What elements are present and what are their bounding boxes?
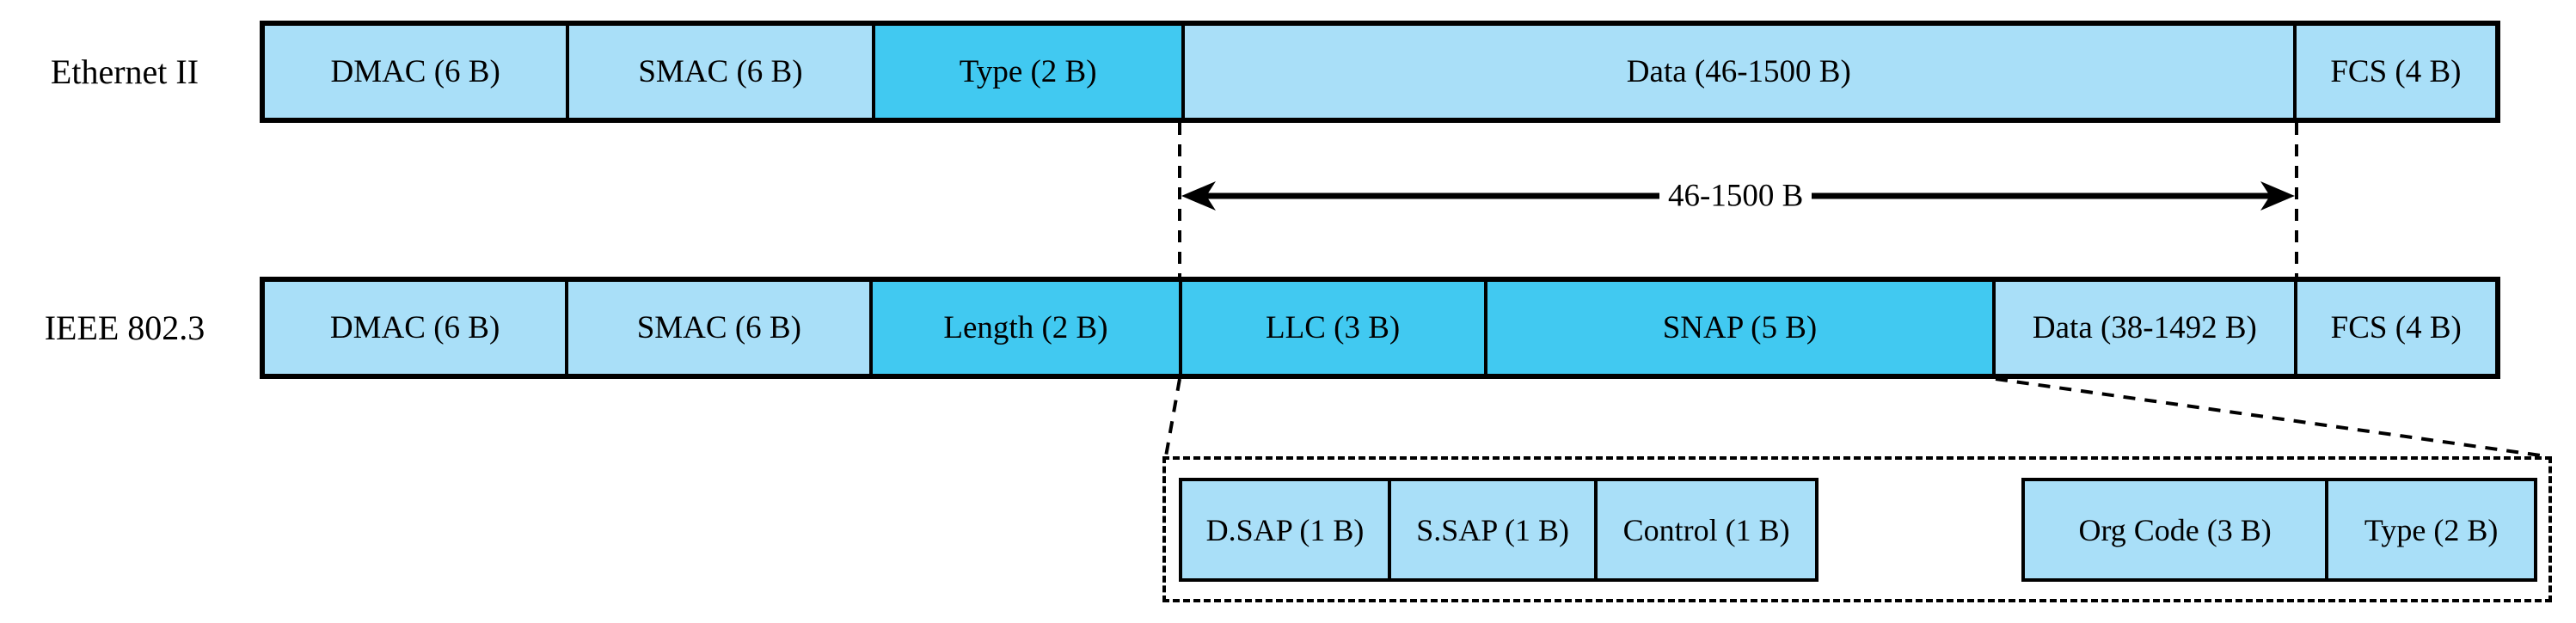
field-box-dsap: D.SAP (1 B) [1182, 481, 1389, 578]
expansion-connector-left [1164, 378, 1181, 457]
field-box-data: Data (46-1500 B) [1181, 26, 2293, 118]
field-box-data: Data (38-1492 B) [1992, 282, 2294, 374]
expansion-connector-right [1995, 377, 2548, 458]
field-box-dmac: DMAC (6 B) [265, 282, 566, 374]
expansion-panel [1162, 456, 2552, 602]
field-box-type2: Type (2 B) [2325, 481, 2534, 578]
field-box-fcs: FCS (4 B) [2293, 282, 2495, 374]
size-arrow-head-right-icon [2260, 181, 2295, 211]
ethernet2-frame-row: DMAC (6 B) SMAC (6 B) Type (2 B) Data (4… [260, 21, 2500, 123]
size-arrow-label: 46-1500 B [1659, 177, 1812, 215]
field-box-control: Control (1 B) [1594, 481, 1815, 578]
field-box-fcs: FCS (4 B) [2292, 26, 2495, 118]
ethernet2-row-label: Ethernet II [50, 52, 199, 91]
field-box-type: Type (2 B) [871, 26, 1181, 118]
field-box-smac: SMAC (6 B) [565, 282, 870, 374]
field-box-smac: SMAC (6 B) [566, 26, 872, 118]
ieee8023-row-label: IEEE 802.3 [44, 308, 205, 347]
field-box-snap: SNAP (5 B) [1483, 282, 1993, 374]
snap-expansion-group: Org Code (3 B) Type (2 B) [2021, 478, 2537, 582]
size-arrow-head-left-icon [1181, 181, 1216, 211]
field-box-dmac: DMAC (6 B) [265, 26, 567, 118]
field-box-length: Length (2 B) [869, 282, 1179, 374]
field-box-orgcode: Org Code (3 B) [2025, 481, 2326, 578]
llc-expansion-group: D.SAP (1 B) S.SAP (1 B) Control (1 B) [1179, 478, 1819, 582]
field-box-llc: LLC (3 B) [1178, 282, 1484, 374]
field-box-ssap: S.SAP (1 B) [1388, 481, 1595, 578]
ieee8023-frame-row: DMAC (6 B) SMAC (6 B) Length (2 B) LLC (… [260, 277, 2500, 379]
